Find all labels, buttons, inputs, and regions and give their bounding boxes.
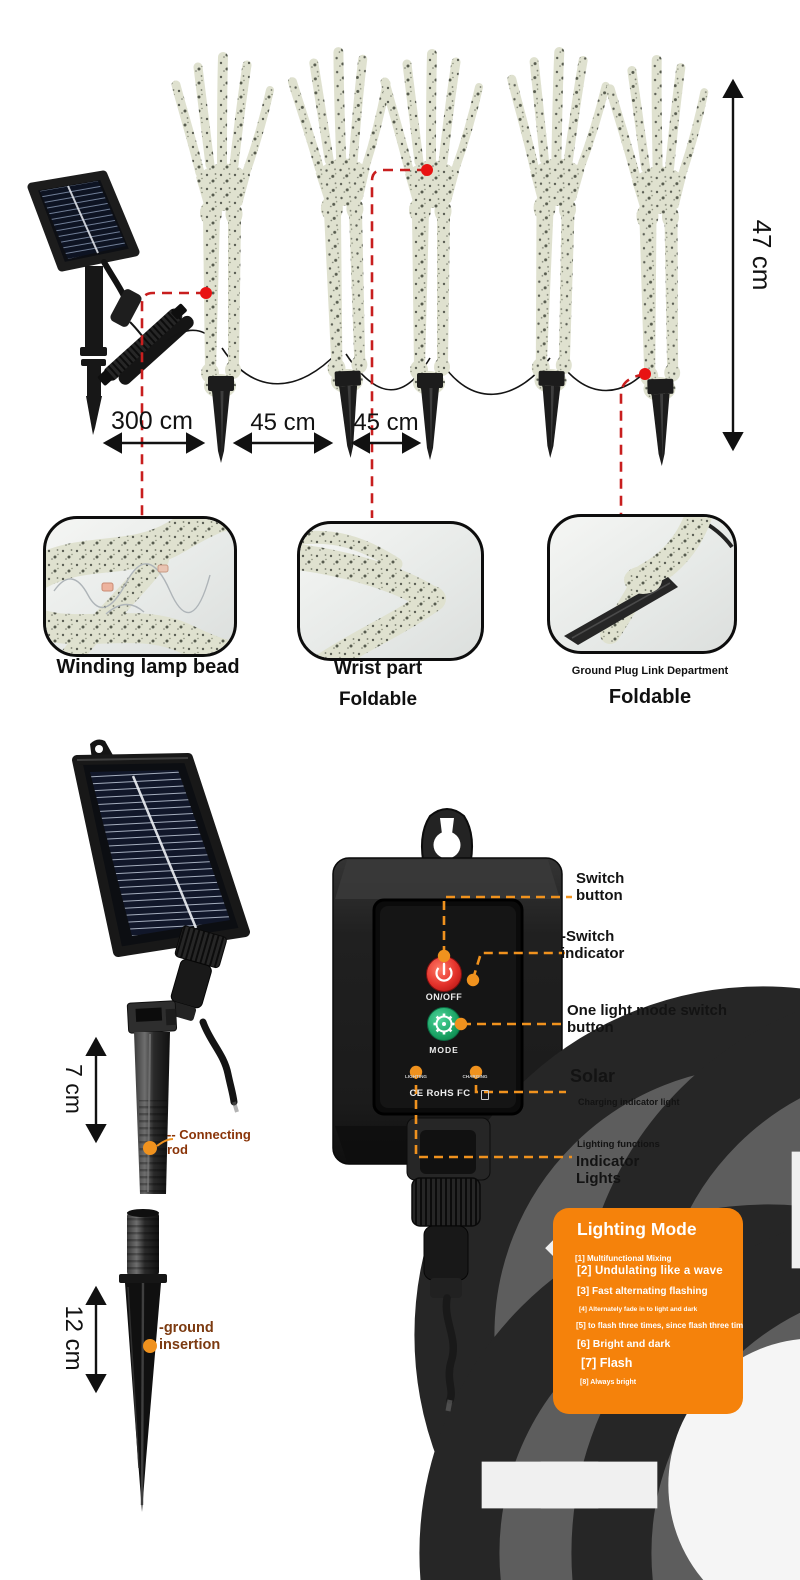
- label-connecting-rod: -- Connecting rod: [167, 1127, 251, 1157]
- lighting-mode-item: [2] Undulating like a wave: [577, 1265, 723, 1277]
- distance-label-45cm-1: 45 cm: [250, 409, 316, 436]
- rod-length-label: 7 cm: [61, 1064, 87, 1114]
- charging-indicator-label: CHARGING: [462, 1074, 488, 1079]
- panel-cable: [101, 259, 127, 299]
- lighting-mode-item: [3] Fast alternating flashing: [577, 1286, 708, 1297]
- mode-label: MODE: [429, 1045, 459, 1055]
- measurement-arrows: [102, 78, 744, 454]
- solar-panel-small: [27, 170, 215, 435]
- solar-stake: [80, 266, 107, 435]
- label-lighting-functions: Lighting functions: [577, 1139, 660, 1150]
- lighting-mode-panel: Lighting Mode [1] Multifunctional Mixing…: [553, 1208, 743, 1414]
- folded-wrist-graphic: [300, 530, 446, 658]
- wrist-joint: [412, 585, 446, 613]
- string-light-wire: [221, 347, 653, 396]
- output-cable: [442, 1294, 458, 1404]
- caption-wrist-part: Wrist part: [333, 658, 423, 679]
- panel-cable: [199, 1018, 238, 1106]
- lighting-mode-item: [5] to flash three times, since flash th…: [576, 1321, 743, 1330]
- controller-box: [332, 808, 800, 1580]
- label-one-light-mode: One light mode switch button: [567, 1002, 728, 1037]
- solar-panel-large: [72, 739, 250, 1113]
- bottom-diagram-graphic: [72, 739, 800, 1580]
- lighting-indicator-label: LIGHTING: [405, 1074, 427, 1079]
- mode-button[interactable]: [427, 1007, 461, 1041]
- weee-bin-icon: [481, 1090, 489, 1100]
- lighting-mode-item: [8] Always bright: [580, 1379, 637, 1386]
- skeleton-arms: [176, 50, 711, 466]
- distance-label-45cm-2: 45 cm: [353, 409, 419, 436]
- power-icon: [435, 962, 453, 982]
- height-label-47cm: 47 cm: [747, 219, 777, 291]
- joint: [624, 566, 662, 594]
- lighting-mode-title: Lighting Mode: [577, 1219, 697, 1239]
- label-solar: Solar: [570, 1066, 616, 1086]
- lighting-mode-item: [4] Alternately fade in to light and dar…: [579, 1306, 698, 1313]
- connecting-rod: [126, 1000, 178, 1194]
- ground-plug-graphic: [564, 517, 734, 645]
- red-callout-dots: [200, 164, 651, 380]
- certification-label: CE RoHS FC: [409, 1088, 471, 1099]
- lighting-mode-item: [7] Flash: [581, 1356, 633, 1370]
- caption-wrist-foldable: Foldable: [338, 689, 418, 710]
- caption-ground-foldable: Foldable: [608, 686, 692, 708]
- caption-winding-lamp-bead: Winding lamp bead: [56, 656, 240, 678]
- panel-connector: [170, 925, 227, 1021]
- bottom-connector: [406, 1117, 491, 1412]
- hanging-hole: [433, 831, 461, 859]
- ground-spike: [119, 1209, 167, 1512]
- top-diagram-graphic: [27, 0, 744, 518]
- led-bead: [157, 564, 169, 573]
- label-charging-indicator: Charging indicator light: [578, 1097, 680, 1107]
- lighting-mode-item: [1] Multifunctional Mixing: [575, 1254, 672, 1263]
- label-ground-insertion: -ground insertion: [159, 1320, 221, 1353]
- detail-photo-ground-plug: [547, 514, 737, 654]
- distance-label-300cm: 300 cm: [111, 407, 193, 435]
- bone-wire-graphic: [46, 519, 234, 654]
- detail-photo-winding-lamp-bead: [43, 516, 237, 657]
- caption-ground-plug: Ground Plug Link Department: [571, 665, 729, 677]
- power-button[interactable]: [426, 956, 462, 992]
- spike-length-label: 12 cm: [60, 1305, 87, 1371]
- orange-callout-dots: [143, 949, 483, 1353]
- detail-photo-wrist-part: [297, 521, 484, 661]
- led-bead: [101, 582, 114, 592]
- on-off-label: ON/OFF: [425, 992, 463, 1002]
- label-indicator-lights: Indicator Lights: [576, 1153, 640, 1188]
- label-switch-button: Switch button: [576, 870, 625, 905]
- label-switch-indicator: -Switch indicator: [561, 928, 625, 963]
- copper-wire: [53, 563, 211, 615]
- lighting-mode-item: [6] Bright and dark: [577, 1338, 671, 1350]
- gear-icon: [433, 1013, 455, 1035]
